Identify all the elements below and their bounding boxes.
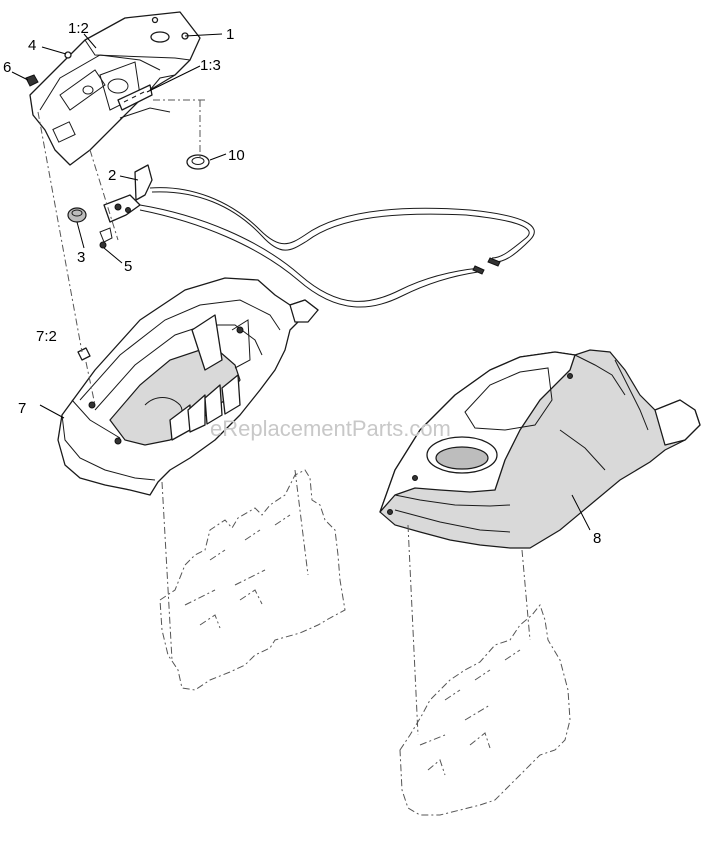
- left-fender-part-7: [57, 277, 319, 496]
- callout-7: 7: [18, 400, 26, 417]
- right-fender-part-8: [379, 349, 701, 549]
- grommet-part-10: [186, 154, 210, 170]
- callout-3: 3: [77, 249, 85, 266]
- callout-10: 10: [228, 147, 245, 164]
- watermark: eReplacementParts.com: [210, 416, 451, 441]
- screw-part-4: [64, 51, 72, 59]
- clip-part-7-2: [77, 347, 91, 361]
- screw-part-5: [99, 227, 113, 249]
- callout-2: 2: [108, 167, 116, 184]
- right-heat-shield: [399, 603, 571, 816]
- left-heat-shield: [159, 469, 346, 691]
- knob-part-3: [67, 207, 87, 223]
- callout-1-3: 1:3: [200, 57, 221, 74]
- callout-1: 1: [226, 26, 234, 43]
- leader-lines: [11, 33, 591, 531]
- callout-1-2: 1:2: [68, 20, 89, 37]
- alignment-lines-left: [37, 99, 309, 661]
- nut-part-6: [25, 74, 39, 87]
- bracket-part-2: [103, 164, 153, 223]
- callout-4: 4: [28, 37, 36, 54]
- callout-7-2: 7:2: [36, 328, 57, 345]
- callout-5: 5: [124, 258, 132, 275]
- callout-6: 6: [3, 59, 11, 76]
- control-panel-part-1: [29, 11, 201, 166]
- alignment-lines-right: [407, 524, 531, 736]
- callout-labels: 1 1:2 4 6 1:3 10 2 3 5 7:2 7 8: [3, 20, 601, 547]
- callout-8: 8: [593, 530, 601, 547]
- throttle-cables: [139, 187, 535, 308]
